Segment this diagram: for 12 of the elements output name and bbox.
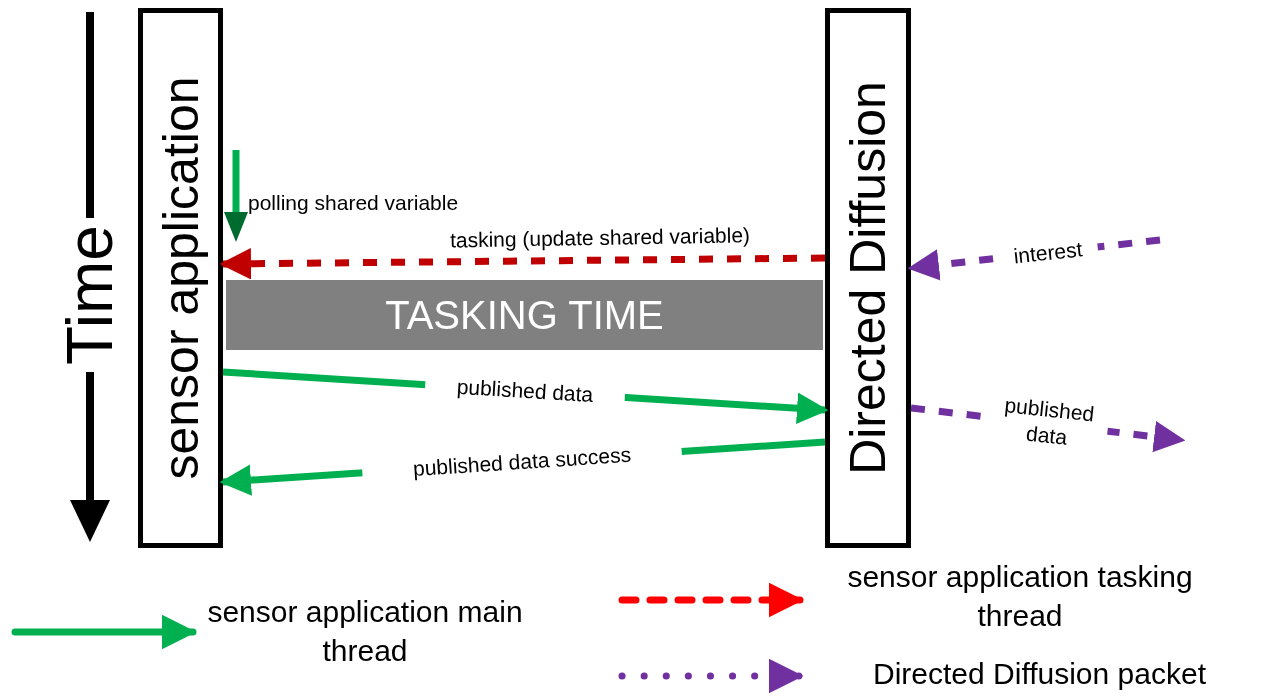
lifeline-box bbox=[138, 8, 223, 548]
tasking-time-band bbox=[226, 280, 823, 350]
band-label: TASKING TIME bbox=[385, 295, 664, 335]
time-label: Time bbox=[58, 225, 122, 365]
legend-label: Directed Diffusion packet bbox=[872, 656, 1207, 692]
legend-label: sensor application tasking thread bbox=[846, 559, 1194, 634]
lifeline-label: Directed Diffusion bbox=[843, 81, 893, 475]
arrow bbox=[219, 247, 826, 280]
legend-label: sensor application main thread bbox=[206, 594, 524, 669]
lifeline-label: sensor application bbox=[155, 76, 206, 480]
thread-label: polling shared variable bbox=[248, 192, 459, 213]
lifeline-box bbox=[825, 8, 911, 548]
